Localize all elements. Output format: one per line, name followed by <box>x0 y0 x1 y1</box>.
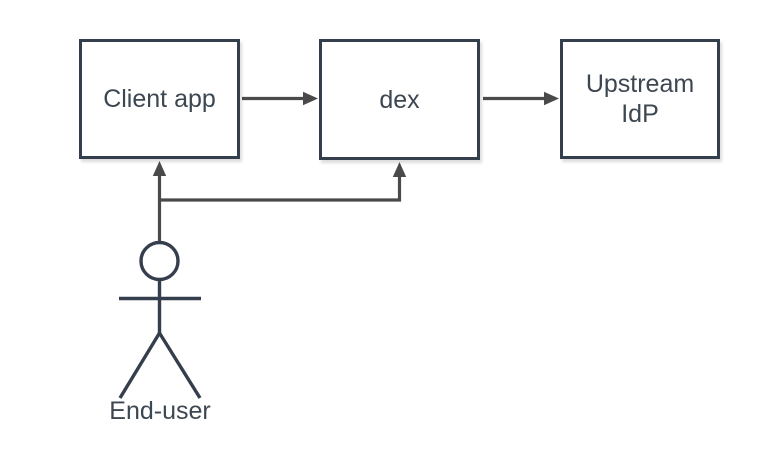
edge-client-app-to-dex <box>242 91 318 106</box>
edge-end-user-to-dex <box>159 162 407 202</box>
arrowhead-right-icon <box>303 91 318 106</box>
node-upstream-idp-label-line1: Upstream <box>585 70 695 98</box>
node-client-app: Client app <box>79 39 240 159</box>
arrowhead-up-icon <box>152 161 167 176</box>
node-upstream-idp-label-line2: IdP <box>621 100 659 128</box>
node-dex: dex <box>319 39 480 160</box>
arrowhead-up-icon <box>392 162 407 177</box>
actor-left-leg <box>118 332 161 399</box>
arrowhead-right-icon <box>544 91 559 106</box>
end-user-label: End-user <box>109 397 211 425</box>
edge-end-user-to-client-app <box>152 161 167 243</box>
node-dex-label: dex <box>379 85 420 114</box>
edge-dex-to-upstream-idp <box>483 91 559 106</box>
node-upstream-idp: Upstream IdP <box>560 39 720 159</box>
actor-head <box>139 240 180 282</box>
node-client-app-label: Client app <box>103 85 216 113</box>
actor-right-leg <box>158 332 202 399</box>
end-user-actor-icon <box>118 240 202 399</box>
